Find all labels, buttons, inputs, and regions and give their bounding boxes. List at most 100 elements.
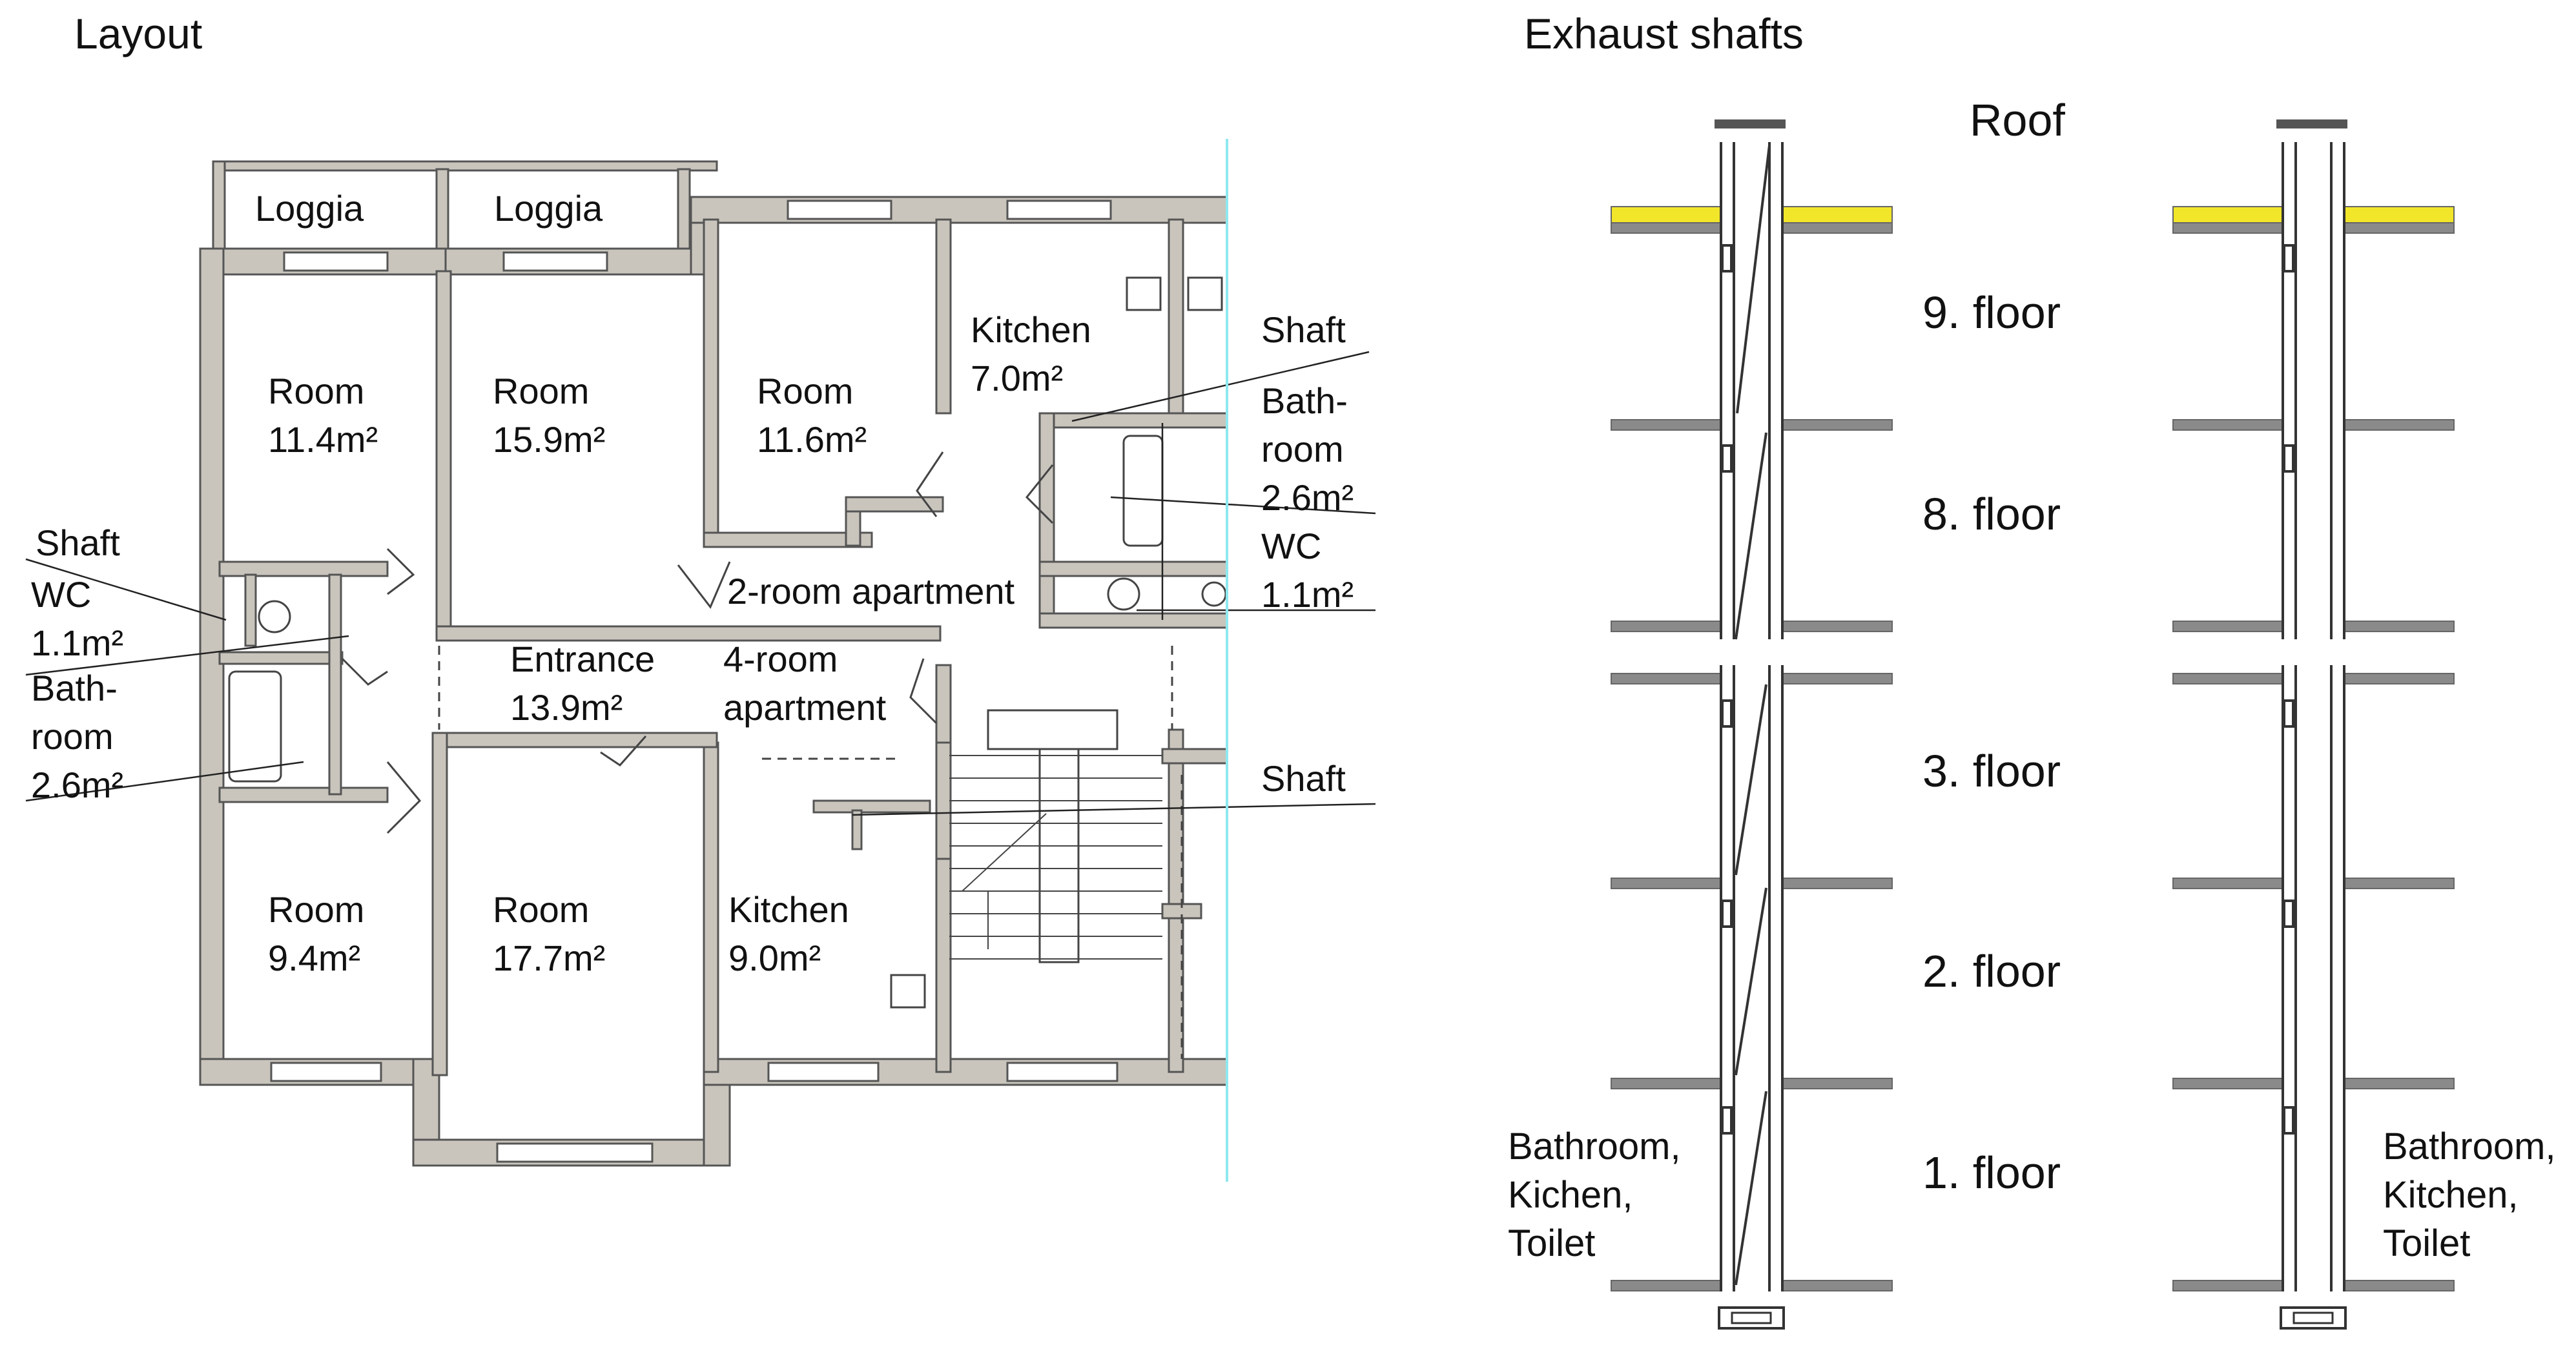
wall-segment bbox=[935, 218, 952, 415]
door-swing bbox=[916, 451, 944, 517]
shaft-label: Shaft bbox=[1261, 309, 1346, 350]
layout-title: Layout bbox=[74, 10, 202, 57]
floor-slabs bbox=[2172, 222, 2455, 1291]
entrance-label: Entrance bbox=[510, 639, 655, 679]
shaft-label: Shaft bbox=[1261, 758, 1346, 799]
bathroom-area: 2.6m² bbox=[31, 765, 123, 805]
room-label: Room bbox=[493, 889, 589, 930]
wall-segment bbox=[1038, 612, 1228, 629]
connection-note-left: Bathroom, bbox=[1508, 1126, 1681, 1167]
wall-segment bbox=[703, 218, 719, 544]
bathtub bbox=[1122, 435, 1164, 547]
wall-segment bbox=[435, 625, 942, 642]
connection-note-right: Kitchen, bbox=[2383, 1174, 2519, 1216]
toilet bbox=[1201, 581, 1227, 607]
floor-label-1: 1. floor bbox=[1922, 1147, 2061, 1198]
wall-segment bbox=[703, 531, 873, 548]
stove bbox=[1126, 276, 1162, 311]
wall-segment bbox=[1168, 218, 1184, 415]
wall-segment bbox=[244, 573, 257, 647]
toilet bbox=[1107, 577, 1140, 611]
shaft-base-grille bbox=[1731, 1311, 1772, 1324]
window bbox=[787, 200, 892, 220]
connection-note-right: Toilet bbox=[2383, 1222, 2470, 1264]
fixtures bbox=[25, 276, 1376, 1059]
room-area: 17.7m² bbox=[493, 938, 605, 978]
wall-segment bbox=[212, 160, 226, 253]
window bbox=[496, 1142, 654, 1163]
stove bbox=[1187, 276, 1223, 311]
wall-segment bbox=[1038, 560, 1228, 577]
wc-area: 1.1m² bbox=[1261, 574, 1354, 615]
wall-segment bbox=[1161, 748, 1228, 765]
kitchen-area: 9.0m² bbox=[728, 938, 821, 978]
kitchen-area: 7.0m² bbox=[971, 358, 1063, 398]
windows bbox=[270, 200, 1118, 1163]
wall-segment bbox=[328, 573, 342, 796]
wall-segment bbox=[677, 168, 691, 254]
bathroom-label: room bbox=[1261, 429, 1344, 469]
wall-segment bbox=[435, 168, 449, 254]
bathroom-area: 2.6m² bbox=[1261, 477, 1354, 518]
bathroom-label: Bath- bbox=[1261, 380, 1348, 421]
exhaust-shaft-sections bbox=[1611, 119, 2455, 1330]
floor-label-8: 8. floor bbox=[1922, 489, 2061, 539]
floor-label-3: 3. floor bbox=[1922, 746, 2061, 796]
floor-slabs bbox=[1611, 222, 1893, 1291]
window bbox=[1006, 200, 1112, 220]
room-label: Room bbox=[493, 371, 589, 411]
toilet bbox=[258, 600, 291, 633]
floor-label-2: 2. floor bbox=[1922, 946, 2061, 996]
shaft-base bbox=[1718, 1306, 1785, 1330]
wall-segment bbox=[1038, 412, 1228, 429]
stair-core bbox=[1038, 748, 1080, 963]
stove bbox=[890, 974, 926, 1009]
wc-area: 1.1m² bbox=[31, 622, 123, 663]
wall-segment bbox=[703, 741, 719, 1073]
connection-note-left: Kichen, bbox=[1508, 1174, 1633, 1216]
shaft-cap bbox=[2276, 119, 2347, 129]
wall-segment bbox=[431, 732, 718, 748]
room-label: Room bbox=[268, 889, 364, 930]
kitchen-label: Kitchen bbox=[971, 309, 1091, 350]
loggia-parapet bbox=[212, 160, 718, 172]
wall-segment bbox=[690, 196, 1228, 224]
wall-segment bbox=[218, 787, 389, 803]
door-swing bbox=[677, 561, 731, 609]
room-label: Room bbox=[268, 371, 364, 411]
floor-label-9: 9. floor bbox=[1922, 287, 2061, 338]
stair-landing bbox=[987, 709, 1118, 750]
floor-label-roof: Roof bbox=[1970, 95, 2065, 145]
wall-segment bbox=[435, 270, 452, 637]
shaft-label: Shaft bbox=[36, 522, 120, 563]
door-swing bbox=[600, 735, 647, 766]
wall-segment bbox=[935, 664, 952, 1073]
outer-wall-left bbox=[199, 247, 225, 1083]
wall-segment bbox=[851, 809, 863, 850]
connection-note-right: Bathroom, bbox=[2383, 1126, 2556, 1167]
bathtub bbox=[228, 670, 282, 783]
door-swing bbox=[909, 658, 938, 725]
door-swing bbox=[386, 761, 422, 834]
window bbox=[270, 1062, 382, 1082]
wall-segment bbox=[812, 799, 931, 814]
apartment-label: 2-room apartment bbox=[727, 571, 1015, 612]
entrance-area: 13.9m² bbox=[510, 687, 623, 728]
bathroom-label: room bbox=[31, 716, 114, 757]
door-swing bbox=[341, 657, 388, 686]
shaft-cap bbox=[1715, 119, 1786, 129]
shaft-base-grille bbox=[2293, 1311, 2334, 1324]
wall-segment bbox=[845, 496, 944, 513]
shaft-section-right bbox=[2172, 119, 2455, 1330]
kitchen-label: Kitchen bbox=[728, 889, 849, 930]
bathroom-label: Bath- bbox=[31, 668, 118, 708]
wall-segment bbox=[1168, 728, 1184, 1073]
loggia-label: Loggia bbox=[255, 188, 364, 229]
shaft-base bbox=[2280, 1306, 2347, 1330]
loggia-label: Loggia bbox=[494, 188, 603, 229]
room-area: 11.4m² bbox=[268, 419, 378, 460]
shaft-walls bbox=[2282, 142, 2345, 1291]
window bbox=[502, 251, 608, 272]
